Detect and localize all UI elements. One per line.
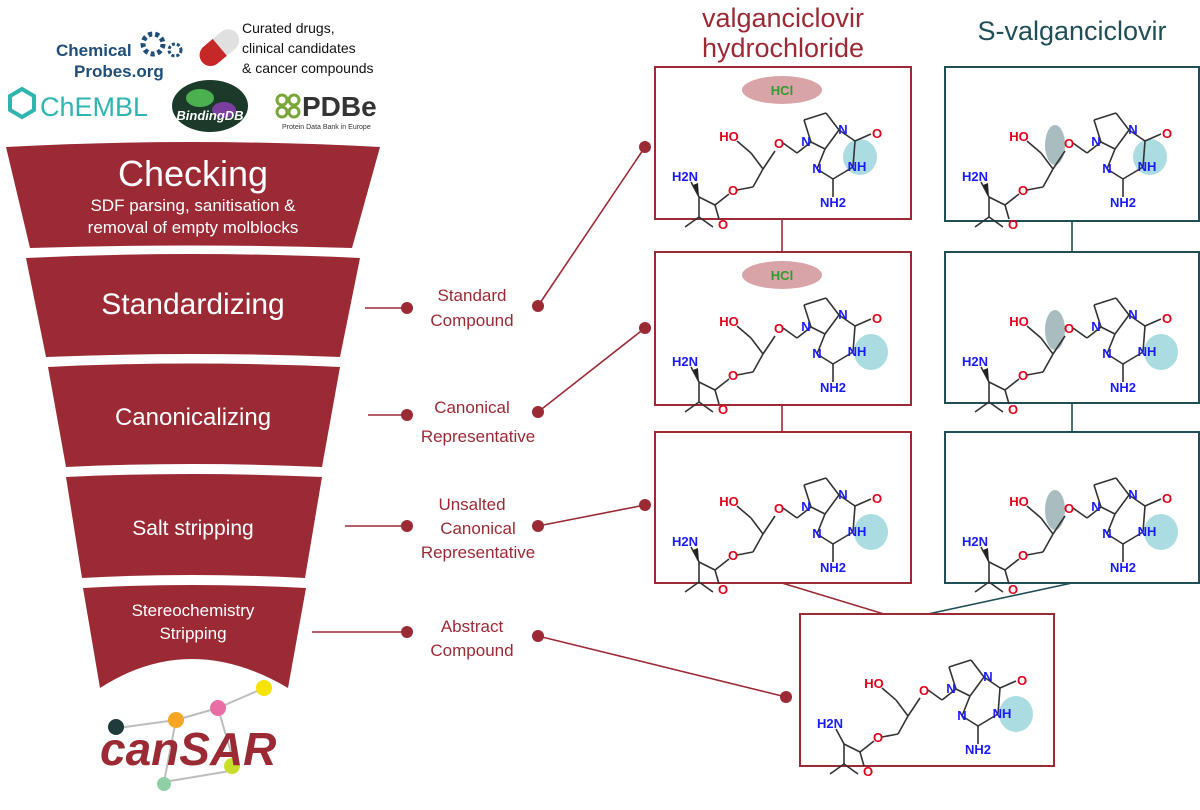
funnel-subtitle: SDF parsing, sanitisation & — [90, 196, 296, 215]
funnel-title-salt-stripping: Salt stripping — [132, 517, 253, 540]
molecule-panel-abstract — [799, 613, 1055, 780]
stereocentre-highlight — [1045, 310, 1065, 350]
svg-text:Probes.org: Probes.org — [74, 62, 164, 81]
funnel-subtitle: removal of empty molblocks — [88, 218, 299, 237]
funnel-title-stereochemistry: Stereochemistry — [132, 601, 255, 620]
funnel-stage-stereochemistry — [83, 585, 306, 688]
svg-text:ChEMBL: ChEMBL — [40, 92, 148, 122]
column-title-left: valganciclovir — [702, 3, 864, 33]
salt-label: HCl — [771, 83, 793, 98]
output-label: Canonical — [440, 519, 516, 538]
gear-icon — [140, 31, 166, 57]
stereocentre-highlight — [1045, 490, 1065, 530]
svg-text:clinical candidates: clinical candidates — [242, 40, 356, 56]
funnel-title-canonicalizing: Canonicalizing — [115, 404, 271, 431]
svg-text:PDBe: PDBe — [302, 91, 377, 122]
molecule-panel-s-standard — [944, 66, 1200, 233]
chembl-logo: ChEMBL — [8, 86, 148, 122]
svg-text:& cancer compounds: & cancer compounds — [242, 60, 374, 76]
hexagon-icon — [8, 86, 36, 120]
chemical-probes-logo: Chemical Probes.org — [56, 31, 183, 81]
bindingdb-logo: BindingDB — [172, 80, 248, 132]
salt-highlight — [742, 76, 822, 104]
molecule-panel-standard: HCl — [654, 66, 912, 233]
output-label: Compound — [430, 641, 513, 660]
output-label: Compound — [430, 311, 513, 330]
funnel-stage-checking — [6, 142, 380, 248]
gear-icon — [167, 42, 183, 58]
pdbe-logo: PDBe Protein Data Bank in Europe — [275, 91, 377, 131]
tautomer-highlight — [854, 334, 888, 370]
stereocentre-highlight — [1045, 125, 1065, 165]
source-logos: Chemical Probes.org Curated drugs, clini… — [8, 20, 377, 132]
tautomer-highlight — [854, 514, 888, 550]
column-title-left: hydrochloride — [702, 33, 864, 63]
svg-text:Protein Data Bank in Europe: Protein Data Bank in Europe — [282, 124, 371, 131]
stereo-wedge — [983, 548, 989, 562]
output-label: Representative — [421, 427, 535, 446]
svg-text:canSAR: canSAR — [100, 723, 276, 775]
output-label: Canonical — [434, 398, 510, 417]
stereo-wedge — [983, 183, 989, 197]
svg-text:Chemical: Chemical — [56, 41, 132, 60]
funnel-title-checking: Checking — [118, 153, 268, 194]
salt-highlight — [742, 261, 822, 289]
clover-icon — [275, 93, 301, 119]
funnel-title-standardizing: Standardizing — [101, 288, 284, 321]
tautomer-highlight — [999, 696, 1033, 732]
curated-note: Curated drugs, clinical candidates & can… — [242, 20, 374, 76]
output-label: Abstract — [441, 617, 504, 636]
output-label: Standard — [438, 286, 507, 305]
salt-label: HCl — [771, 268, 793, 283]
output-label: Representative — [421, 543, 535, 562]
funnel-stage-standardizing — [26, 254, 360, 357]
stereo-wedge — [983, 368, 989, 382]
tautomer-highlight — [1144, 514, 1178, 550]
molecule-panel-s-unsalted — [944, 431, 1200, 598]
stereo-wedge — [693, 548, 699, 562]
molecule-panel-canonical: HCl — [654, 251, 912, 418]
molecule-panel-unsalted — [654, 431, 912, 598]
funnel-title-stereochemistry: Stripping — [159, 624, 226, 643]
capsule-icon — [199, 29, 240, 67]
stereo-wedge — [693, 183, 699, 197]
cansar-logo: canSAR — [100, 680, 276, 791]
connectors — [312, 146, 885, 698]
funnel-stage-canonicalizing — [48, 363, 340, 467]
funnel-stage-salt-stripping — [66, 474, 322, 578]
molecule-panel-s-canonical — [944, 251, 1200, 418]
stereo-wedge — [693, 368, 699, 382]
output-label: Unsalted — [438, 495, 505, 514]
tautomer-highlight — [1144, 334, 1178, 370]
funnel — [6, 142, 380, 688]
svg-text:BindingDB: BindingDB — [176, 108, 243, 123]
column-title-right: S-valganciclovir — [977, 16, 1166, 46]
svg-text:Curated drugs,: Curated drugs, — [242, 20, 335, 36]
